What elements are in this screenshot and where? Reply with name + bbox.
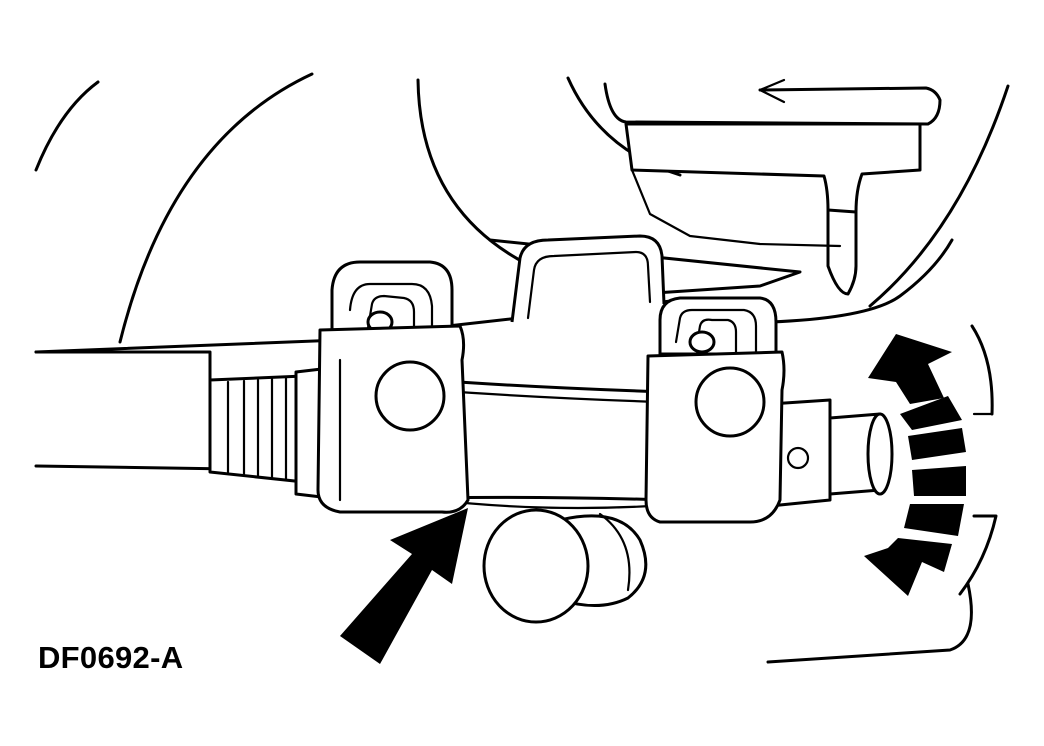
background-outlines (34, 72, 1010, 664)
right-clamp (644, 296, 786, 524)
right-shaft (768, 398, 894, 508)
upper-bracket (603, 78, 942, 296)
lower-bolt (482, 508, 648, 624)
rotate-arrow-icon (864, 334, 966, 596)
left-tube (208, 366, 332, 500)
figure-id-label: DF0692-A (38, 640, 184, 675)
arrow-up-right-icon (340, 508, 468, 664)
left-clamp (316, 260, 470, 514)
